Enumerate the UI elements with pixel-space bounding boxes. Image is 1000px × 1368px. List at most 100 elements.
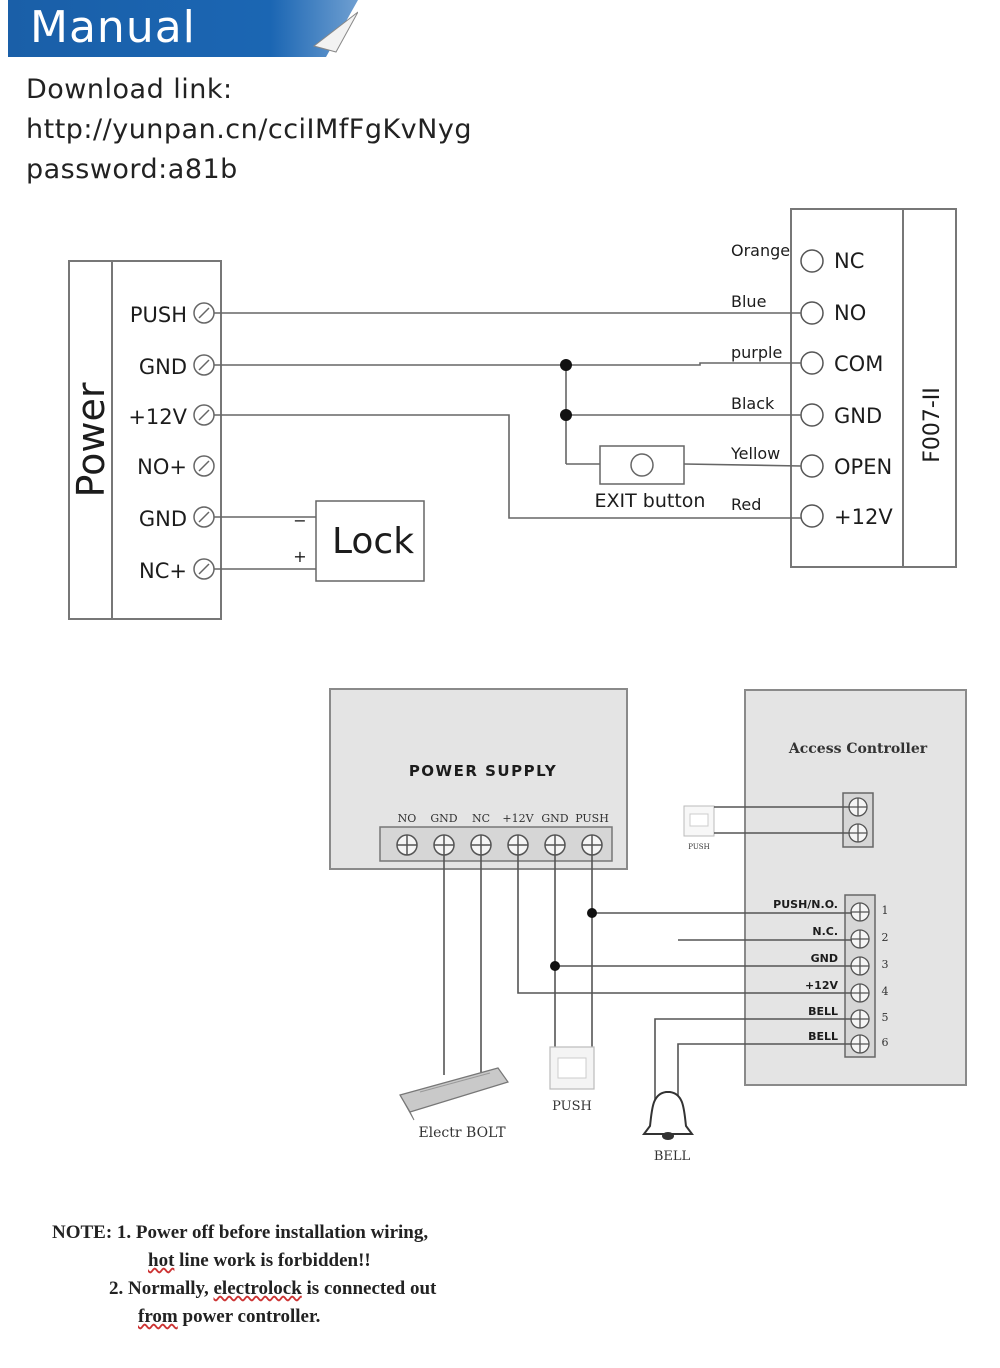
power-terminal-no: NO+	[137, 455, 215, 479]
ac-terminal-gnd: GND 3	[811, 952, 889, 976]
ac-terminal-nc: N.C. 2	[812, 925, 889, 949]
note-line-3-rest: is connected out	[301, 1278, 437, 1299]
junction-dot	[560, 359, 572, 371]
power-terminal-12v: +12V	[128, 404, 215, 429]
controller-terminal-com: COM purple	[731, 343, 883, 376]
power-terminal-gnd-2: GND	[139, 506, 215, 531]
ac-terminal-number: 4	[882, 985, 889, 998]
download-password: password:a81b	[26, 154, 238, 185]
access-controller-title: Access Controller	[788, 741, 928, 757]
ac-terminal-push-no: PUSH/N.O. 1	[773, 898, 889, 922]
download-label: Download link:	[26, 74, 233, 105]
push-button: PUSH	[549, 1046, 595, 1114]
controller-terminal-nc: NC Orange	[731, 241, 864, 273]
ac-terminal-label: +12V	[805, 979, 839, 992]
ps-terminal-label: GND	[541, 812, 568, 825]
ps-terminal-push: PUSH	[575, 812, 609, 856]
controller-terminal-no: NO Blue	[731, 292, 866, 325]
ps-terminal-label: GND	[430, 812, 457, 825]
note-word-electrolock: electrolock	[213, 1278, 302, 1299]
controller-terminal-12v: +12V Red	[731, 495, 893, 529]
header-banner	[8, 0, 358, 57]
push-button-small: PUSH	[683, 805, 715, 851]
ps-terminal-label: +12V	[502, 812, 534, 825]
controller-terminal-label: +12V	[834, 505, 893, 529]
push-small-label: PUSH	[688, 843, 709, 851]
power-terminal-label: NO+	[137, 455, 187, 479]
ps-terminal-no: NO	[396, 812, 418, 856]
ac-terminal-label: BELL	[808, 1030, 838, 1043]
junction-dot	[587, 908, 597, 918]
power-terminal-push: PUSH	[130, 302, 215, 327]
power-box	[68, 260, 222, 620]
controller-terminal-label: NO	[834, 301, 866, 325]
ac-terminal-number: 3	[882, 958, 889, 971]
ac-terminal-label: BELL	[808, 1005, 838, 1018]
electric-bolt-icon	[399, 1067, 509, 1113]
exit-button-label: EXIT button	[595, 490, 706, 512]
power-terminal-label: NC+	[139, 559, 187, 583]
junction-dot	[560, 409, 572, 421]
power-terminal-nc: NC+	[139, 558, 215, 583]
controller-terminal-open: OPEN Yellow	[730, 444, 892, 479]
note-word-from: from	[138, 1306, 178, 1327]
wire-color-label: Black	[731, 394, 775, 413]
controller-model: F007-II	[920, 387, 945, 463]
wire-color-label: Orange	[731, 241, 790, 260]
wire-color-label: Yellow	[730, 444, 780, 463]
wire-color-label: Red	[731, 495, 761, 514]
button-circle-icon	[630, 453, 654, 477]
controller-terminal-label: GND	[834, 404, 882, 428]
ac-terminal-number: 5	[882, 1011, 889, 1024]
note-line-1: NOTE: 1. Power off before installation w…	[52, 1222, 429, 1243]
note-line-2-rest: line work is forbidden!!	[174, 1250, 371, 1271]
note-word-hot: hot	[148, 1250, 175, 1271]
power-supply-terminal-block	[379, 826, 613, 862]
power-terminal-label: PUSH	[130, 303, 187, 327]
note-line-4: from power controller.	[138, 1306, 320, 1328]
ac-terminal-number: 2	[882, 931, 889, 944]
note-line-4-rest: power controller.	[177, 1306, 321, 1327]
controller-terminal-label: OPEN	[834, 455, 892, 479]
exit-button: EXIT button	[595, 445, 706, 512]
ps-terminal-label: NO	[398, 812, 417, 825]
wire-color-label: Blue	[731, 292, 766, 311]
note-line-3: 2. Normally, electrolock is connected ou…	[109, 1278, 436, 1300]
diagram-2-wires	[443, 806, 852, 1100]
ac-terminal-bell-2: BELL 6	[808, 1030, 889, 1054]
controller-main-terminal-block	[844, 894, 876, 1058]
lock-minus: −	[293, 511, 306, 530]
power-terminal-label: GND	[139, 355, 187, 379]
ac-terminal-label: N.C.	[812, 925, 838, 938]
terminal-circle-icon	[800, 504, 824, 528]
ps-terminal-gnd-2: GND	[541, 812, 569, 856]
lock-plus: +	[293, 547, 306, 566]
power-terminal-label: +12V	[128, 405, 187, 429]
controller-terminal-gnd: GND Black	[731, 394, 882, 428]
ps-terminal-label: NC	[472, 812, 490, 825]
ac-terminal-label: PUSH/N.O.	[773, 898, 838, 911]
terminal-circle-icon	[800, 301, 824, 325]
diagram-1: Power PUSH GND +12V NO+ GND NC+	[68, 208, 957, 620]
bell-label: BELL	[654, 1149, 691, 1164]
controller-terminal-label: NC	[834, 249, 864, 273]
lock-box: Lock − +	[293, 500, 425, 582]
bell: BELL	[642, 1091, 694, 1164]
ps-terminal-label: PUSH	[575, 812, 609, 825]
note-line-3-start: 2. Normally,	[109, 1278, 214, 1299]
terminal-circle-icon	[800, 249, 824, 273]
page-title: Manual	[30, 2, 196, 53]
download-url[interactable]: http://yunpan.cn/cciIMfFgKvNyg	[26, 114, 472, 145]
push-button-label: PUSH	[552, 1099, 592, 1114]
controller-terminal-label: COM	[834, 352, 883, 376]
terminal-circle-icon	[800, 351, 824, 375]
power-terminal-gnd: GND	[139, 354, 215, 379]
ps-terminal-gnd: GND	[430, 812, 458, 856]
terminal-circle-icon	[800, 454, 824, 478]
terminal-circle-icon	[800, 403, 824, 427]
note-line-2: hot line work is forbidden!!	[148, 1250, 371, 1272]
bolt-label: Electr BOLT	[418, 1125, 506, 1141]
diagram-1-wires	[214, 312, 802, 570]
diagram-2: POWER SUPPLY NO GND NC +12V GND P	[329, 688, 967, 1164]
